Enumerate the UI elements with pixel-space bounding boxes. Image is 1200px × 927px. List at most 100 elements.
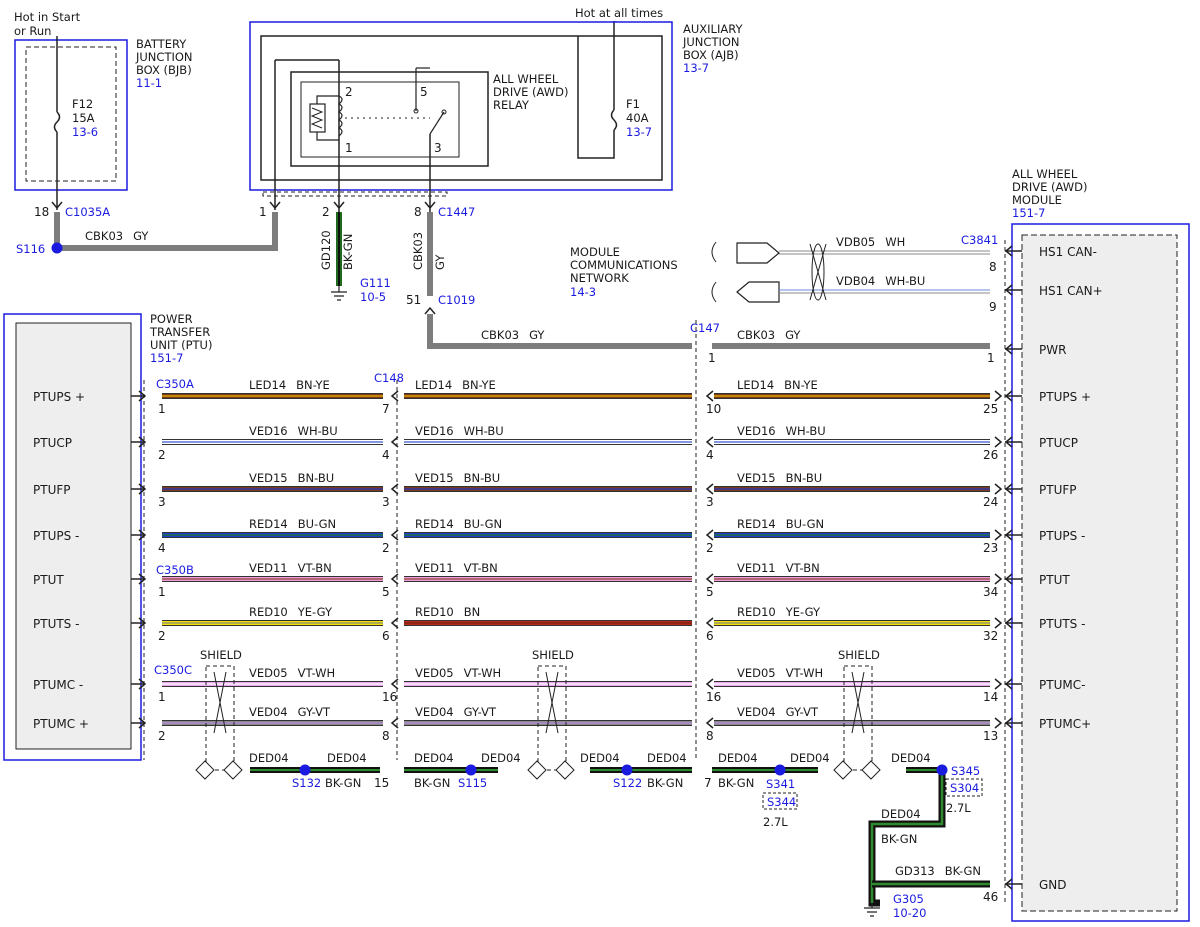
drain-label-3: DED04 xyxy=(414,751,454,765)
ptu-pin-ptumc-: PTUMC + xyxy=(33,717,89,731)
drain-label-3b: DED04 xyxy=(481,751,521,765)
connector-arrow xyxy=(138,617,147,629)
awd-pin-arrow xyxy=(1004,717,1013,729)
connector-c1447: C1447 xyxy=(438,205,475,219)
awd-pin-arrow xyxy=(1004,483,1013,495)
ptu-pin-ptumc-: PTUMC - xyxy=(33,678,83,692)
ajb-ref: 13-7 xyxy=(683,61,709,75)
drain-color-3: BK-GN xyxy=(414,776,450,790)
splice-length-2: 2.7L xyxy=(946,801,971,815)
relay-pin-5: 5 xyxy=(420,85,428,99)
pin-number: 32 xyxy=(983,629,998,643)
splice-s304-label: S304 xyxy=(950,781,979,795)
connector-arrow xyxy=(994,436,1003,448)
connector-c147: C147 xyxy=(690,321,720,335)
drain-color-4: BK-GN xyxy=(647,776,683,790)
ptu-pin-ptucp: PTUCP xyxy=(33,436,72,450)
fuse-f1-label: F1 xyxy=(626,97,640,111)
splice-s116 xyxy=(51,242,63,254)
wire-gd120-label: GD120 xyxy=(319,230,333,270)
pin-number: 2 xyxy=(158,629,166,643)
awd-pin-arrow xyxy=(1004,245,1013,257)
fuse-f12-ref: 13-6 xyxy=(72,125,98,139)
pin-number: 5 xyxy=(706,585,714,599)
connector-c1019: C1019 xyxy=(438,293,475,307)
awd-pwr-pin: 1 xyxy=(987,351,995,365)
splice-s132 xyxy=(299,764,311,776)
splice-s345 xyxy=(936,764,948,776)
connector-arrow xyxy=(138,390,147,402)
awd-pin-hs1-can-: HS1 CAN+ xyxy=(1039,284,1103,298)
awd-pin-arrow xyxy=(1004,878,1013,890)
pin-number: 10 xyxy=(706,402,721,416)
connector-arrow xyxy=(705,436,714,448)
connector-arrow xyxy=(138,573,147,585)
relay-pin-2: 2 xyxy=(345,85,353,99)
wire-cbk03-vert-label: CBK03 xyxy=(411,232,425,270)
shield-label-1: SHIELD xyxy=(200,648,242,662)
ptu-pin-ptuts-: PTUTS - xyxy=(33,617,79,631)
pin-number: 7 xyxy=(382,402,390,416)
pin-number: 34 xyxy=(983,585,998,599)
awd-pin-ptut: PTUT xyxy=(1039,573,1070,587)
c1019-pin-51: 51 xyxy=(406,293,421,307)
connector-arrow xyxy=(994,573,1003,585)
pin-number: 2 xyxy=(706,541,714,555)
ajb-pin-2: 2 xyxy=(322,205,330,219)
awd-pin-arrow xyxy=(1004,573,1013,585)
connector-c350b: C350B xyxy=(156,563,194,577)
connector-arrow xyxy=(705,529,714,541)
ptu-pin-ptups-: PTUPS + xyxy=(33,390,85,404)
awd-pin-ptufp: PTUFP xyxy=(1039,483,1077,497)
drain-label-5: DED04 xyxy=(718,751,758,765)
connector-arrow xyxy=(390,678,399,690)
c147-pin-1: 1 xyxy=(708,351,716,365)
awd-module-ref: 151-7 xyxy=(1012,206,1045,220)
pin-number: 4 xyxy=(382,448,390,462)
connector-c1035a: C1035A xyxy=(65,205,110,219)
hot-all-times-note: Hot at all times xyxy=(575,6,663,20)
relay-pin-3: 3 xyxy=(434,141,442,155)
connector-arrow xyxy=(390,573,399,585)
ajb-pin-8: 8 xyxy=(414,205,422,219)
awd-pin-ptups-: PTUPS - xyxy=(1039,529,1085,543)
connector-c3841: C3841 xyxy=(961,233,998,247)
pin-number: 4 xyxy=(158,541,166,555)
ground-g111-ref: 10-5 xyxy=(360,290,386,304)
drain-vert-color: BK-GN xyxy=(881,832,917,846)
fuse-f1-ref: 13-7 xyxy=(626,125,652,139)
drain-color-5: BK-GN xyxy=(718,776,754,790)
connector-arrow xyxy=(994,678,1003,690)
pin-number: 2 xyxy=(382,541,390,555)
connector-arrow xyxy=(705,483,714,495)
pin-number: 8 xyxy=(706,729,714,743)
pin-number: 1 xyxy=(158,585,166,599)
pin-number: 6 xyxy=(706,629,714,643)
bjb-ref: 11-1 xyxy=(136,76,162,90)
wire-gd120-color: BK-GN xyxy=(341,234,355,270)
connector-arrow xyxy=(390,717,399,729)
connector-arrow xyxy=(705,678,714,690)
awd-can-pin-9: 9 xyxy=(989,300,997,314)
splice-s122-label: S122 xyxy=(613,776,642,790)
drain-pin-15: 15 xyxy=(374,776,389,790)
shield-label-2: SHIELD xyxy=(532,648,574,662)
drain-vert-label: DED04 xyxy=(881,807,921,821)
connector-arrow xyxy=(994,390,1003,402)
awd-pin-arrow xyxy=(1004,617,1013,629)
pin-number: 16 xyxy=(706,690,721,704)
drain-label-4b: DED04 xyxy=(647,751,687,765)
